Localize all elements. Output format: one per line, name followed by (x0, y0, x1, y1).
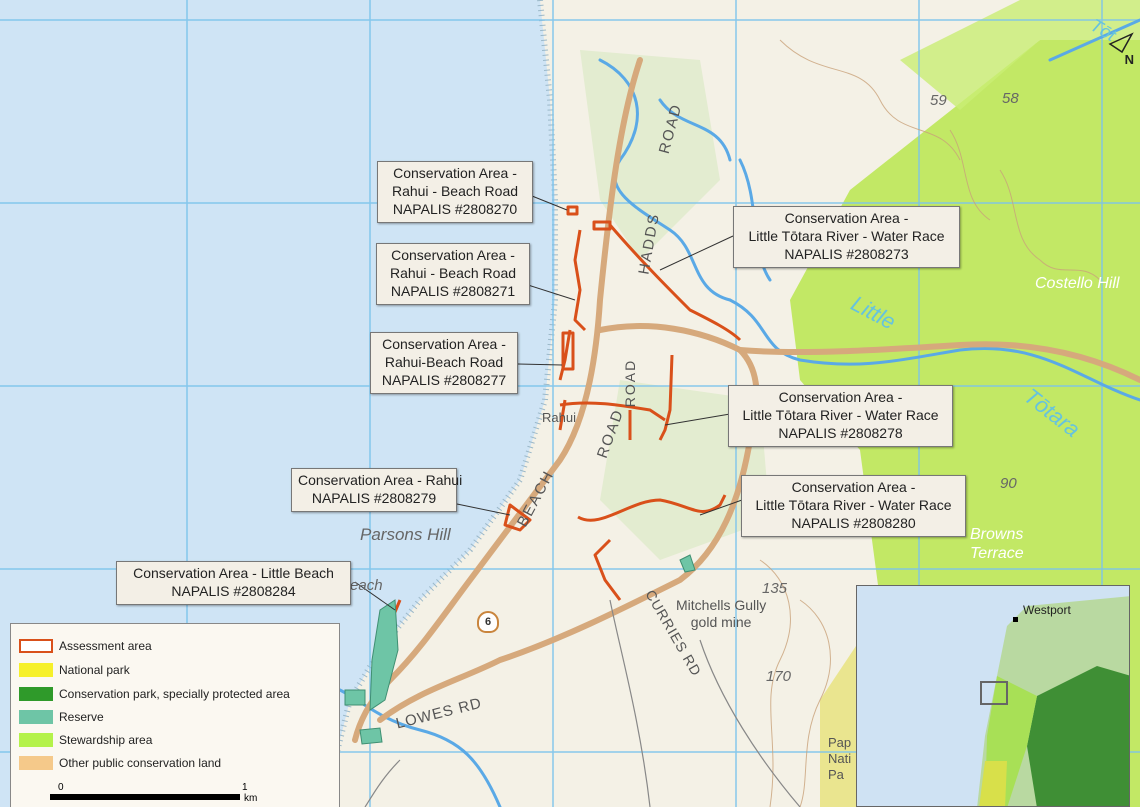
legend-label: Reserve (59, 710, 104, 724)
callout-line: Little Tōtara River - Water Race (742, 407, 939, 423)
callout-line: Conservation Area - (791, 479, 916, 495)
place-label-papaora: Pap Nati Pa (828, 735, 852, 782)
inset-map: Westport (856, 585, 1130, 807)
place-label-costello-hill: Costello Hill (1035, 275, 1120, 292)
north-arrow-icon: N (1108, 32, 1134, 67)
callout-line: NAPALIS #2808279 (311, 490, 437, 506)
legend-item-national-park: National park (19, 661, 130, 679)
callout-line: Conservation Area - Rahui (298, 472, 463, 488)
stewardship-area (820, 640, 860, 807)
highway-shield: 6 (477, 611, 499, 633)
roads (352, 57, 1140, 743)
road-label-road-mid: ROAD (622, 358, 639, 408)
place-label-browns-terrace: Browns Terrace (970, 526, 1024, 562)
legend-swatch (19, 756, 53, 770)
legend-item-reserve: Reserve (19, 708, 104, 726)
legend-label: Stewardship area (59, 733, 153, 747)
legend-label: Assessment area (59, 639, 152, 653)
callout-line: Conservation Area - Little Beach (133, 565, 334, 581)
scale-start-label: 0 (58, 782, 64, 793)
legend-label: Other public conservation land (59, 756, 222, 770)
callout-line: Conservation Area - (391, 247, 515, 263)
callout-2808277[interactable]: Conservation Area - Rahui-Beach Road NAP… (370, 332, 518, 394)
north-label: N (1124, 52, 1134, 67)
inset-westport-marker (1013, 617, 1018, 622)
callout-line: NAPALIS #2808284 (171, 583, 296, 599)
stewardship-area (900, 0, 1140, 110)
legend-label: Conservation park, specially protected a… (59, 687, 290, 701)
map-legend: Assessment area National park Conservati… (10, 623, 340, 807)
callout-2808278[interactable]: Conservation Area - Little Tōtara River … (728, 385, 953, 447)
assessment-areas (388, 205, 742, 621)
vegetation-patch (580, 50, 720, 260)
inset-study-area-frame (980, 681, 1008, 705)
inset-national-park (979, 761, 1007, 806)
inset-westport-label: Westport (1023, 603, 1071, 617)
elevation-label-135: 135 (762, 580, 788, 597)
inset-map-graphic (977, 596, 1129, 806)
place-label-parsons-hill: Parsons Hill (360, 525, 451, 544)
legend-label: National park (59, 663, 130, 677)
callout-line: NAPALIS #2808270 (392, 201, 518, 217)
legend-item-conservation-park: Conservation park, specially protected a… (19, 685, 290, 703)
callout-line: Conservation Area - (382, 336, 506, 352)
legend-item-assessment-area: Assessment area (19, 637, 152, 655)
reserve-areas (344, 554, 696, 745)
legend-item-other-public-land: Other public conservation land (19, 754, 221, 772)
legend-swatch (19, 687, 53, 701)
callout-line: NAPALIS #2808273 (784, 246, 909, 262)
callout-2808284[interactable]: Conservation Area - Little Beach NAPALIS… (116, 561, 351, 605)
inset-conservation-park (1027, 666, 1129, 806)
callout-2808271[interactable]: Conservation Area - Rahui - Beach Road N… (376, 243, 530, 305)
callout-2808270[interactable]: Conservation Area - Rahui - Beach Road N… (377, 161, 533, 223)
legend-swatch (19, 663, 53, 677)
elevation-label-58: 58 (1002, 90, 1019, 107)
scale-end-label: 1 (242, 782, 248, 793)
callout-line: NAPALIS #2808280 (791, 515, 916, 531)
callout-line: Little Tōtara River - Water Race (755, 497, 952, 513)
callout-2808273[interactable]: Conservation Area - Little Tōtara River … (733, 206, 960, 268)
callout-line: NAPALIS #2808277 (381, 372, 507, 388)
place-label-rahui: Rahui (542, 410, 576, 425)
callout-line: NAPALIS #2808271 (390, 283, 516, 299)
callout-line: Little Tōtara River - Water Race (748, 228, 945, 244)
callout-line: Rahui - Beach Road (391, 183, 519, 199)
callout-line: NAPALIS #2808278 (778, 425, 903, 441)
elevation-label-170: 170 (766, 668, 792, 685)
place-label-mitchells-gully: Mitchells Gully gold mine (676, 597, 767, 630)
scale-unit-label: km (244, 793, 258, 804)
callout-line: Rahui-Beach Road (384, 354, 504, 370)
scale-bar-graphic (50, 794, 240, 800)
callout-2808279[interactable]: Conservation Area - Rahui NAPALIS #28082… (291, 468, 463, 512)
callout-line: Conservation Area - (778, 389, 903, 405)
legend-swatch (19, 639, 53, 653)
legend-item-stewardship-area: Stewardship area (19, 731, 152, 749)
contour-lines (759, 39, 1101, 807)
elevation-label-90: 90 (1000, 475, 1017, 492)
elevation-label-59: 59 (930, 92, 947, 109)
callout-line: Conservation Area - (393, 165, 517, 181)
minor-roads (364, 599, 801, 807)
callout-line: Rahui - Beach Road (389, 265, 517, 281)
legend-swatch (19, 710, 53, 724)
callout-2808280[interactable]: Conservation Area - Little Tōtara River … (741, 475, 966, 537)
callout-line: Conservation Area - (784, 210, 909, 226)
legend-swatch (19, 733, 53, 747)
